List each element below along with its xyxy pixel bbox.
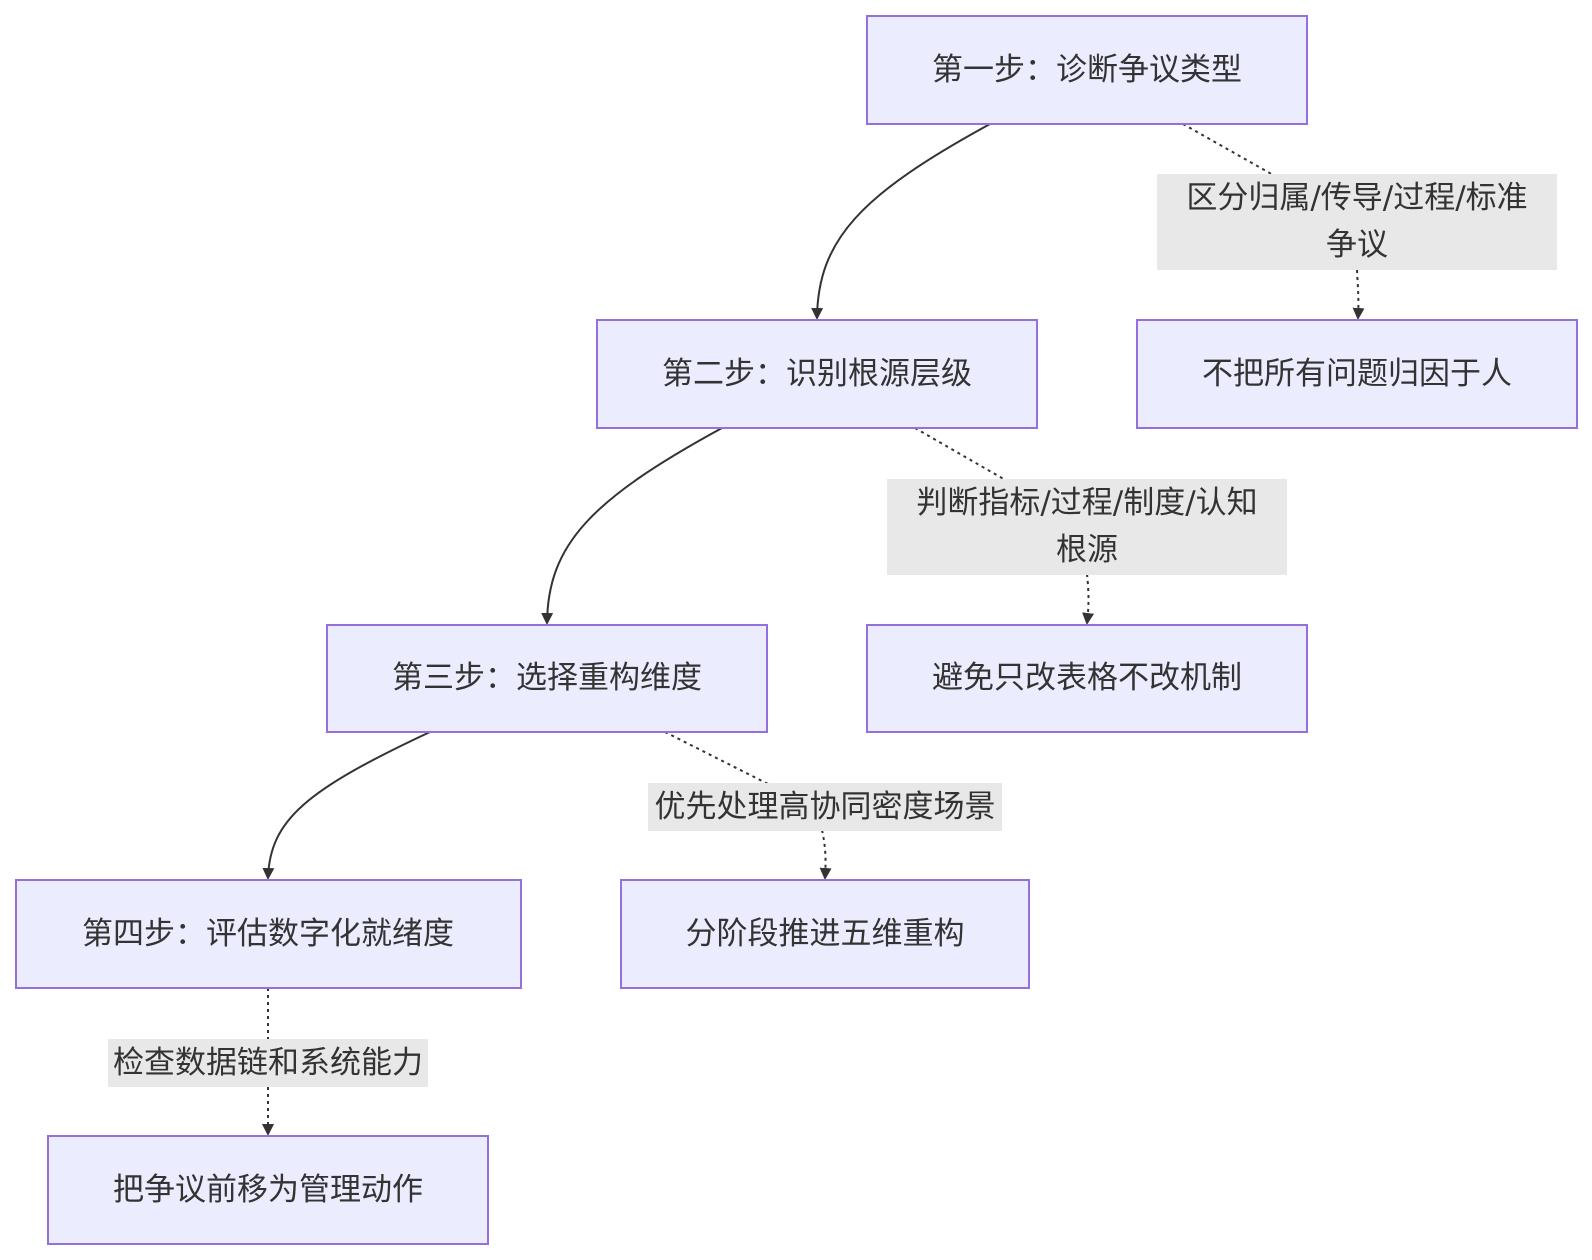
svg-text:第四步：评估数字化就绪度: 第四步：评估数字化就绪度: [82, 916, 454, 952]
edge-step3-to-outcome3: [664, 731, 771, 786]
svg-text:避免只改表格不改机制: 避免只改表格不改机制: [932, 660, 1242, 696]
node-outcome-change-mechanism: 避免只改表格不改机制: [866, 624, 1308, 733]
edge-step1-to-outcome1-end: [1352, 269, 1365, 320]
svg-text:争议: 争议: [1326, 227, 1388, 263]
edge-label-priority-scenes: 优先处理高协同密度场景: [648, 783, 1002, 831]
node-step-3: 第三步：选择重构维度: [326, 624, 768, 733]
svg-text:优先处理高协同密度场景: 优先处理高协同密度场景: [655, 789, 996, 825]
svg-text:第三步：选择重构维度: 第三步：选择重构维度: [392, 660, 702, 696]
edge-step3-to-outcome3-end: [819, 829, 832, 880]
node-outcome-phased-restructure: 分阶段推进五维重构: [620, 879, 1030, 989]
svg-text:根源: 根源: [1056, 532, 1118, 568]
node-step-1: 第一步：诊断争议类型: [866, 15, 1308, 125]
node-outcome-not-blame-people: 不把所有问题归因于人: [1136, 319, 1578, 429]
edge-step2-to-outcome2: [914, 427, 1008, 482]
node-outcome-management-action: 把争议前移为管理动作: [47, 1135, 489, 1245]
node-step-4: 第四步：评估数字化就绪度: [15, 879, 522, 989]
edge-label-check-data: 检查数据链和系统能力: [108, 1039, 428, 1087]
node-step-2: 第二步：识别根源层级: [596, 319, 1038, 429]
svg-text:第二步：识别根源层级: 第二步：识别根源层级: [662, 356, 972, 392]
edge-step1-to-outcome1: [1182, 123, 1276, 177]
svg-text:分阶段推进五维重构: 分阶段推进五维重构: [686, 916, 965, 952]
svg-text:检查数据链和系统能力: 检查数据链和系统能力: [113, 1045, 423, 1081]
svg-text:第一步：诊断争议类型: 第一步：诊断争议类型: [932, 52, 1242, 88]
svg-text:区分归属/传导/过程/标准: 区分归属/传导/过程/标准: [1186, 180, 1527, 216]
svg-text:把争议前移为管理动作: 把争议前移为管理动作: [113, 1172, 423, 1208]
svg-text:判断指标/过程/制度/认知: 判断指标/过程/制度/认知: [916, 485, 1257, 521]
edge-label-distinguish: 区分归属/传导/过程/标准 争议: [1157, 174, 1557, 270]
edge-step2-to-step3: [541, 427, 723, 625]
edge-label-judge-root: 判断指标/过程/制度/认知 根源: [887, 479, 1287, 575]
svg-text:不把所有问题归因于人: 不把所有问题归因于人: [1202, 356, 1512, 392]
edge-step2-to-outcome2-end: [1082, 573, 1095, 625]
edge-step1-to-step2: [811, 123, 991, 320]
edge-step3-to-step4: [262, 731, 431, 880]
